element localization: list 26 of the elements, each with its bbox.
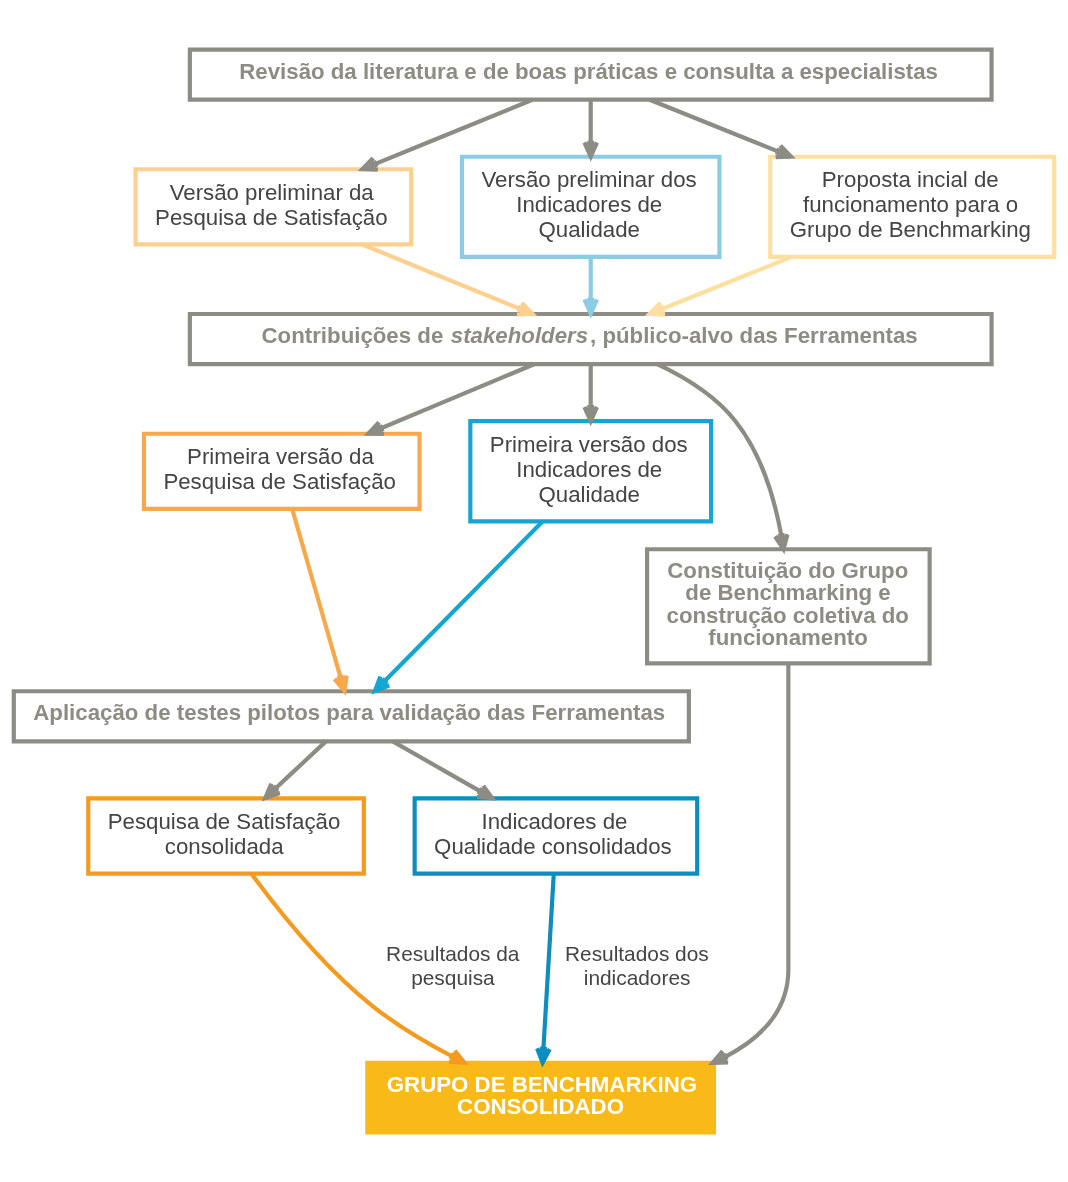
arrow [535, 873, 556, 1065]
arrow [290, 508, 349, 693]
node-box: Primeira versão da Pesquisa de Satisfação [141, 431, 422, 511]
node-box: Pesquisa de Satisfação consolidada [86, 796, 366, 876]
node-box: Versão preliminar dos Indicadores de Qualidade [459, 154, 722, 260]
node-box: Primeira versão dos Indicadores de Qualidade [468, 419, 714, 524]
node-box: GRUPO DE BENCHMARKING CONSOLIDADO [365, 1060, 716, 1135]
arrow [263, 740, 327, 801]
node-box: Indicadores de Qualidade consolidados [412, 796, 700, 876]
node-box: Constituição do Grupo de Benchmarking e construção coletiva do funcionamento [645, 547, 932, 666]
arrow [648, 97, 794, 160]
arrow [361, 242, 535, 317]
edge-label: Resultados da pesquisa [386, 942, 520, 989]
node-box: Aplicação de testes pilotos para validação das Ferramentas [11, 689, 691, 744]
arrow [582, 99, 600, 159]
arrow [582, 364, 600, 424]
arrow [249, 872, 467, 1065]
arrow [360, 97, 534, 172]
arrow [582, 257, 600, 316]
node-box: Versão preliminar da Pesquisa de Satisfação [133, 167, 414, 247]
node-box: Proposta incial de funcionamento para o Grupo de Benchmarking [768, 154, 1057, 260]
node-box: Revisão da literatura e de boas práticas e consulta a especialistas [187, 47, 994, 102]
node-box: Contribuições de stakeholders, público-alvo das Ferramentas [187, 311, 994, 367]
arrow [710, 663, 791, 1065]
edge-label: Resultados dos indicadores [564, 942, 709, 989]
arrow [372, 520, 544, 694]
